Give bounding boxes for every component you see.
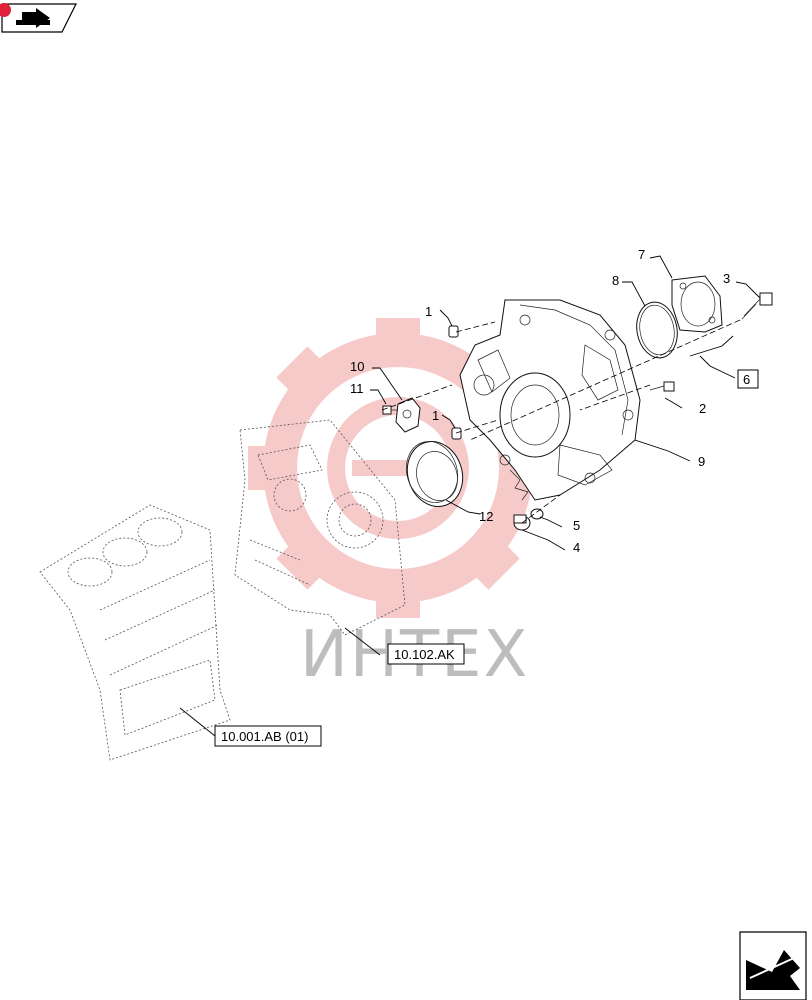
- callout-2: 2: [699, 401, 706, 416]
- reference-box-front-plate[interactable]: 10.102.AK: [387, 643, 465, 665]
- next-page-arrow-icon[interactable]: [739, 931, 807, 1000]
- kit-callout-label: 6: [743, 372, 750, 387]
- reference-box-engine-block[interactable]: 10.001.AB (01): [214, 725, 322, 747]
- reference-label-front-plate: 10.102.AK: [394, 647, 455, 662]
- sealing-ring: [636, 301, 678, 359]
- callout-9: 9: [698, 454, 705, 469]
- front-plate-outline: [234, 419, 406, 636]
- kit-callout-box: 6: [737, 369, 759, 389]
- callout-5: 5: [573, 518, 580, 533]
- callout-1-lower: 1: [432, 408, 439, 423]
- book-navigation-icon[interactable]: [0, 3, 77, 33]
- dowel-pin-lower: [451, 427, 462, 440]
- assembly-centerlines: [381, 319, 741, 524]
- engine-block-outline: [39, 504, 231, 761]
- callout-4: 4: [573, 540, 580, 555]
- plug-o-ring: [530, 508, 544, 520]
- flange-bolt: [741, 292, 773, 320]
- seal-flange: [671, 275, 723, 333]
- callout-12: 12: [479, 509, 493, 524]
- drain-plug: [513, 514, 531, 531]
- reference-label-engine-block: 10.001.AB (01): [221, 729, 308, 744]
- callout-3: 3: [723, 271, 730, 286]
- leader-lines: [179, 255, 761, 737]
- cover-plate: [395, 397, 421, 433]
- timing-cover: [459, 299, 641, 501]
- callout-10: 10: [350, 359, 364, 374]
- callout-11: 11: [350, 381, 364, 396]
- callout-7: 7: [638, 247, 645, 262]
- callout-8: 8: [612, 273, 619, 288]
- front-oil-seal: [406, 441, 464, 507]
- callout-1-upper: 1: [425, 304, 432, 319]
- cover-bolt: [649, 381, 675, 392]
